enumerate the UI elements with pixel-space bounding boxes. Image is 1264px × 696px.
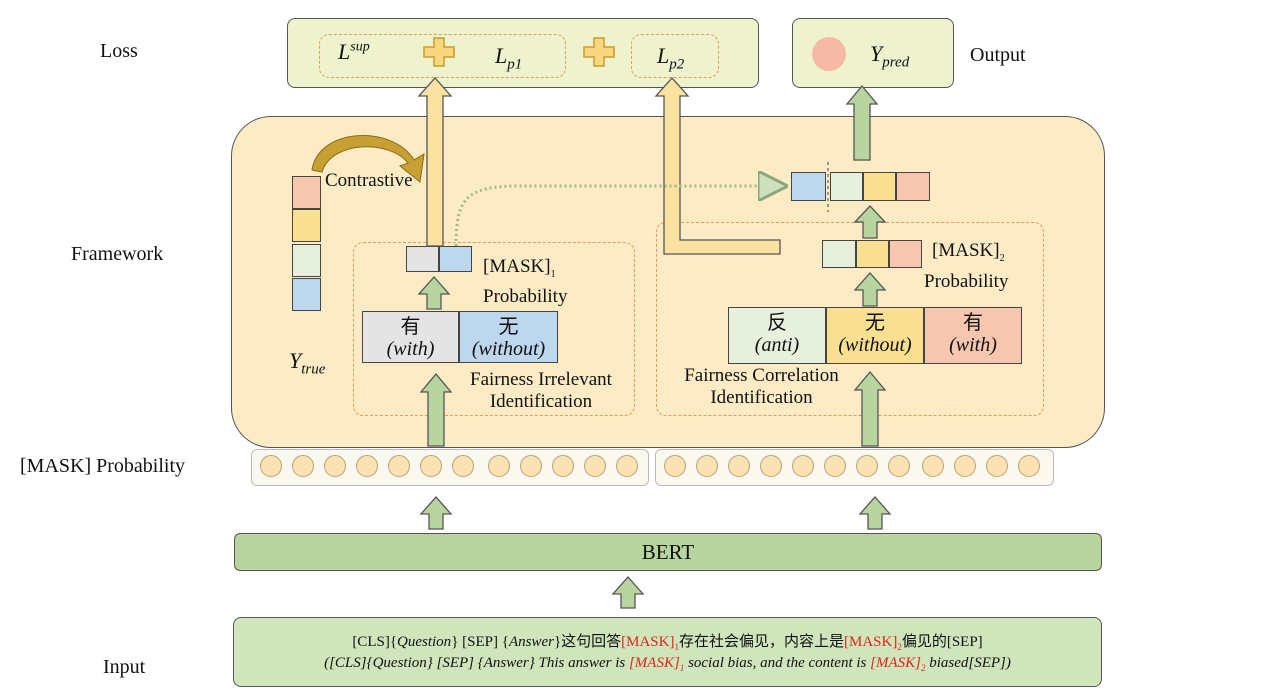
ytrue-cell-yellow [292, 209, 321, 242]
prob-circle [324, 455, 346, 477]
prob-circle [552, 455, 574, 477]
prob-circle [664, 455, 686, 477]
mask-probability-strip-right [655, 449, 1054, 486]
ytrue-cell-green [292, 244, 321, 277]
prob-circle [1018, 455, 1040, 477]
prob-circle [824, 455, 846, 477]
left-word-with: 有 (with) [362, 311, 459, 363]
up-arrow-icon [654, 77, 781, 255]
prob-circle [616, 455, 638, 477]
prob-circle [792, 455, 814, 477]
combined-cell-green [830, 172, 863, 201]
up-arrow-icon [611, 576, 645, 609]
prob-circle [584, 455, 606, 477]
framework-y-true: Ytrue [289, 348, 326, 378]
up-arrow-icon [845, 84, 879, 161]
loss-group-p2 [631, 34, 719, 78]
up-arrow-icon [419, 496, 453, 530]
prob-circle [356, 455, 378, 477]
combined-cell-blue [791, 172, 826, 201]
ytrue-cell-salmon [292, 176, 321, 209]
prob-circle [292, 455, 314, 477]
ytrue-cell-blue [292, 278, 321, 311]
curved-arrow-icon [311, 135, 425, 183]
row-label-output: Output [970, 44, 1026, 66]
prob-circle [760, 455, 782, 477]
plus-icon [423, 37, 455, 67]
mask2-probability-label: [MASK]2 Probability [924, 240, 1009, 292]
up-arrow-icon [853, 205, 887, 239]
prob-circle [260, 455, 282, 477]
row-label-input: Input [103, 656, 146, 678]
combined-cell-salmon [896, 172, 930, 201]
loss-group-sup-p1 [319, 34, 566, 78]
prob-circle [728, 455, 750, 477]
right-word-anti: 反 (anti) [728, 307, 826, 364]
loss-l-p1: Lp1 [495, 43, 523, 73]
plus-icon [583, 37, 615, 67]
prob-circle [388, 455, 410, 477]
prob-circle [696, 455, 718, 477]
prob-circle [520, 455, 542, 477]
prob-circle [986, 455, 1008, 477]
row-label-loss: Loss [100, 40, 138, 62]
mask2-cell-without [856, 240, 889, 268]
up-arrow-icon [853, 272, 887, 307]
prob-circle [888, 455, 910, 477]
mask-probability-strip-left [251, 449, 649, 486]
prob-circle [420, 455, 442, 477]
loss-panel: Lsup Lp1 Lp2 [287, 18, 759, 88]
combined-cell-yellow [863, 172, 896, 201]
prob-circle [488, 455, 510, 477]
input-line-chinese: [CLS]{Question} [SEP] {Answer}这句回答[MASK]… [352, 634, 983, 652]
input-panel: [CLS]{Question} [SEP] {Answer}这句回答[MASK]… [233, 617, 1102, 687]
prob-circle [922, 455, 944, 477]
mask1-cell-without [439, 246, 472, 272]
contrastive-label: Contrastive [325, 170, 413, 191]
prob-circle [954, 455, 976, 477]
fairness-irrelevant-group [353, 242, 635, 416]
output-panel: Ypred [792, 18, 954, 88]
up-arrow-icon [419, 372, 453, 447]
loss-l-sup: Lsup [338, 39, 370, 64]
mask1-cell-with [406, 246, 439, 272]
right-word-with: 有 (with) [924, 307, 1022, 364]
loss-l-p2: Lp2 [657, 43, 685, 73]
up-arrow-icon [417, 276, 451, 310]
input-line-english: ([CLS]{Question} [SEP] {Answer} This ans… [324, 655, 1011, 673]
fairness-correlation-group [656, 222, 1044, 416]
prob-circle [452, 455, 474, 477]
up-arrow-icon [417, 77, 453, 247]
prediction-circle [812, 37, 846, 71]
mask1-probability-label: [MASK]1 Probability [483, 256, 568, 307]
row-label-framework: Framework [71, 243, 164, 265]
right-word-without: 无 (without) [826, 307, 924, 364]
output-y-pred: Ypred [870, 41, 910, 71]
bert-encoder: BERT [234, 533, 1102, 571]
up-arrow-icon [853, 370, 887, 447]
row-label-mask-probability: [MASK] Probability [20, 455, 185, 477]
mask2-cell-with [889, 240, 922, 268]
left-word-without: 无 (without) [459, 311, 558, 363]
prob-circle [856, 455, 878, 477]
dotted-arrow-icon [454, 186, 782, 247]
up-arrow-icon [858, 496, 892, 530]
mask2-cell-anti [822, 240, 856, 268]
